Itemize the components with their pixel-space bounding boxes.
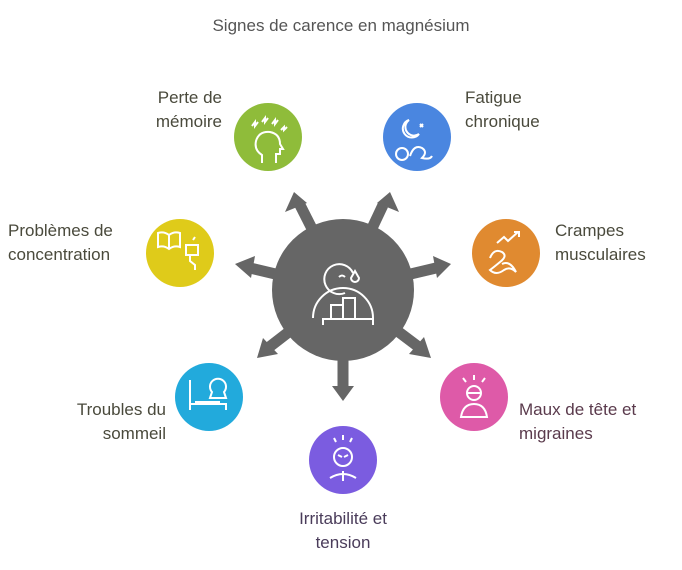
label-sommeil: Troubles du sommeil (77, 398, 166, 446)
label-line: mémoire (155, 112, 222, 131)
label-line: Irritabilité et (299, 509, 387, 528)
node-sommeil (175, 363, 243, 431)
label-line: chronique (465, 112, 540, 131)
label-line: Crampes (555, 221, 624, 240)
label-line: musculaires (555, 245, 646, 264)
node-irritabilite (309, 426, 377, 494)
node-fatigue (383, 103, 451, 171)
cramp-icon (488, 231, 520, 274)
node-crampes (472, 219, 540, 287)
node-memoire (234, 103, 302, 171)
label-line: migraines (519, 424, 593, 443)
book-screen-icon (157, 231, 199, 270)
person-tear-stairs-icon (312, 263, 374, 325)
center-node (272, 219, 414, 361)
label-line: Fatigue (465, 88, 522, 107)
head-stress-icon (251, 115, 288, 163)
label-maux: Maux de tête et migraines (519, 398, 636, 446)
bed-person-icon (189, 377, 228, 410)
label-line: Perte de (157, 88, 222, 107)
label-line: Troubles du (76, 400, 166, 419)
label-irritabilite: Irritabilité et tension (243, 507, 443, 555)
label-concentration: Problèmes de concentration (8, 219, 113, 267)
label-memoire: Perte de mémoire (156, 86, 222, 134)
diagram-title: Signes de carence en magnésium (212, 16, 470, 35)
label-crampes: Crampes musculaires (555, 219, 646, 267)
label-fatigue: Fatigue chronique (465, 86, 540, 134)
label-line: concentration (8, 245, 111, 264)
node-concentration (146, 219, 214, 287)
node-maux (440, 363, 508, 431)
moon-sleep-icon (395, 119, 433, 161)
label-line: sommeil (102, 424, 166, 443)
angry-face-icon (329, 435, 357, 481)
label-line: Problèmes de (8, 221, 113, 240)
label-line: Maux de tête et (519, 400, 637, 419)
headache-icon (459, 375, 489, 418)
label-line: tension (315, 533, 371, 552)
